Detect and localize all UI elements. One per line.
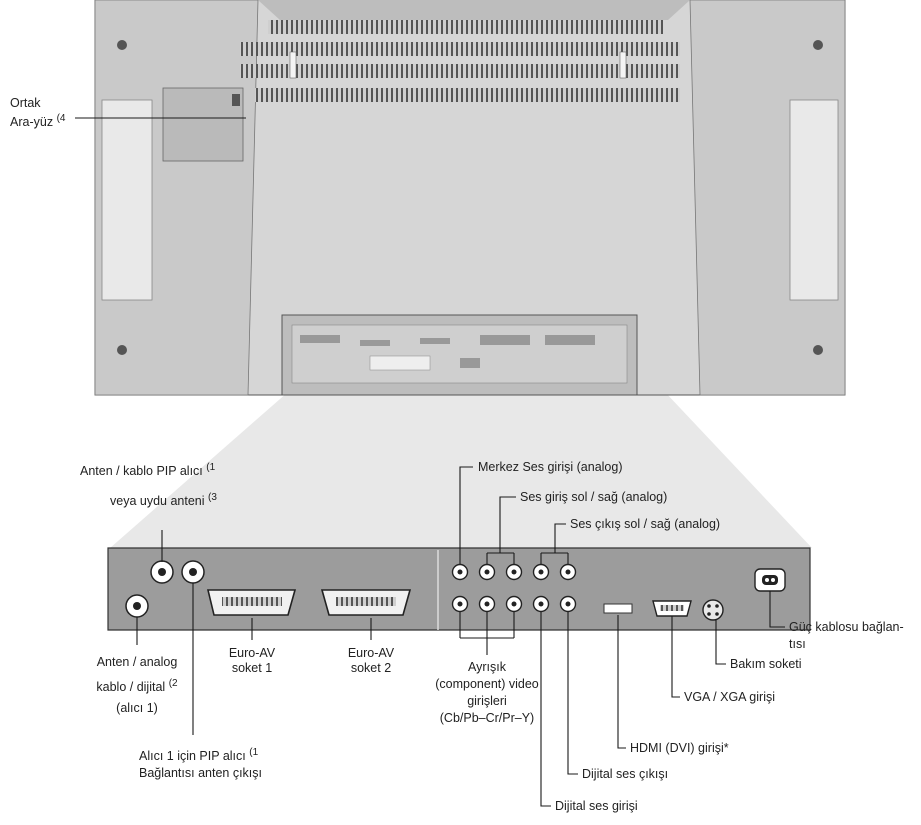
scart-socket-2 — [320, 589, 412, 616]
rca-jack — [451, 595, 469, 613]
rca-jack — [478, 595, 496, 613]
service-socket — [702, 599, 724, 621]
label-line: (Cb/Pb–Cr/Pr–Y) — [439, 711, 535, 725]
screw — [117, 40, 127, 50]
label-line: Alıcı 1 için PIP alıcı (1 — [139, 744, 262, 765]
pip-antenna-out-socket — [181, 560, 205, 584]
hdmi-label: HDMI (DVI) girişi* — [630, 741, 729, 755]
audio-out-label: Ses çıkış sol / sağ (analog) — [570, 517, 721, 531]
satellite-antenna-label: veya uydu anteni (3 — [110, 490, 217, 509]
digital-in-label: Dijital ses girişi — [555, 799, 638, 813]
rca-jack — [532, 563, 550, 581]
antenna-analog-label: Anten / analog kablo / dijital (2 (alıcı… — [62, 652, 212, 719]
screw — [117, 345, 127, 355]
euro-av-1-label: Euro-AV soket 1 — [212, 646, 292, 676]
vent-grille — [240, 64, 680, 78]
vent-grille — [268, 20, 663, 34]
service-socket-label: Bakım soketi — [730, 657, 802, 671]
label-line: Güç kablosu bağlan- — [789, 620, 904, 634]
label-line: girişleri — [467, 694, 507, 708]
label-line: soket 2 — [350, 661, 392, 675]
rca-jack — [478, 563, 496, 581]
power-connection-label: Güç kablosu bağlan- tısı — [789, 619, 904, 653]
common-interface-label: Ortak Ara-yüz (4 — [10, 96, 65, 130]
label-line: Euro-AV — [228, 646, 276, 660]
antenna-analog-socket — [125, 594, 149, 618]
label-line: Ayrışık — [468, 660, 506, 674]
label-line: Euro-AV — [347, 646, 395, 660]
power-socket — [754, 568, 786, 592]
screw — [813, 345, 823, 355]
rca-jack — [559, 563, 577, 581]
rca-jack — [505, 563, 523, 581]
footnote-mark: (3 — [208, 492, 217, 503]
vga-port — [652, 600, 692, 617]
component-video-label: Ayrışık (component) video girişleri (Cb/… — [412, 659, 562, 727]
tv-housing — [94, 0, 846, 396]
audio-in-label: Ses giriş sol / sağ (analog) — [520, 490, 668, 504]
label-line: (alıcı 1) — [116, 701, 158, 716]
label-line: Anten / kablo PIP alıcı (1 — [80, 460, 215, 479]
label-text: Anten / kablo PIP alıcı — [80, 464, 203, 479]
connection-panel — [107, 547, 811, 631]
label-text: Alıcı 1 için PIP alıcı — [139, 749, 246, 764]
rca-jack — [559, 595, 577, 613]
digital-out-label: Dijital ses çıkışı — [582, 767, 669, 781]
hdmi-port — [603, 603, 633, 614]
rca-jack — [505, 595, 523, 613]
label-text: Ara-yüz — [10, 115, 54, 130]
vent-grille — [240, 42, 680, 56]
rca-jack — [532, 595, 550, 613]
footnote-mark: (2 — [168, 678, 178, 689]
label-line: veya uydu anteni (3 — [110, 490, 217, 509]
scart-socket-1 — [206, 589, 297, 616]
euro-av-2-label: Euro-AV soket 2 — [331, 646, 411, 676]
footnote-mark: (1 — [206, 462, 216, 473]
pip-antenna-label: Anten / kablo PIP alıcı (1 — [80, 460, 215, 479]
label-text: veya uydu anteni — [110, 494, 205, 509]
label-line: Bağlantısı anten çıkışı — [139, 766, 262, 781]
vga-label: VGA / XGA girişi — [684, 690, 776, 704]
label-line: (component) video — [435, 677, 539, 691]
leader-lines — [75, 117, 785, 807]
label-line: Anten / analog — [96, 655, 178, 669]
label-text: kablo / dijital — [96, 680, 166, 695]
label-line: Ara-yüz (4 — [10, 111, 65, 130]
screw — [813, 40, 823, 50]
center-audio-label: Merkez Ses girişi (analog) — [478, 460, 623, 474]
footnote-mark: (1 — [249, 747, 259, 758]
label-line: soket 1 — [231, 661, 273, 675]
antenna-pip-socket — [150, 560, 174, 584]
label-line: tısı — [789, 637, 806, 651]
label-line: Ortak — [10, 96, 41, 110]
pip-output-label: Alıcı 1 için PIP alıcı (1 Bağlantısı ant… — [139, 744, 262, 782]
label-line: kablo / dijital (2 — [62, 673, 212, 698]
footnote-mark: (4 — [56, 113, 66, 124]
common-interface-slot — [162, 87, 244, 162]
rca-jack — [451, 563, 469, 581]
zoom-wedge — [110, 392, 812, 548]
vent-grille — [255, 88, 680, 102]
